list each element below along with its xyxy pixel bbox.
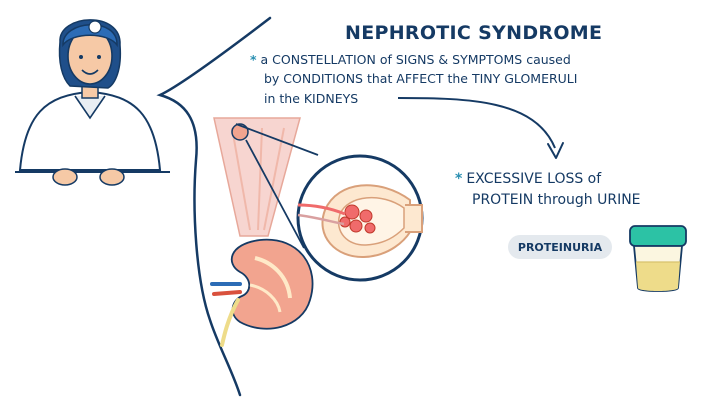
bullet-star-icon: *	[250, 52, 257, 67]
urine-sample-cup-icon	[629, 225, 687, 292]
kidney-illustration	[210, 117, 314, 347]
page-title: NEPHROTIC SYNDROME	[345, 22, 603, 44]
body-silhouette	[156, 16, 272, 397]
proteinuria-label: PROTEINURIA	[508, 235, 612, 259]
definition-line-1: *a CONSTELLATION of SIGNS & SYMPTOMS cau…	[250, 52, 571, 67]
curved-arrow	[397, 97, 556, 149]
glomerulus-zoom-icon	[235, 123, 424, 282]
definition-line-2: by CONDITIONS that AFFECT the TINY GLOME…	[264, 71, 578, 86]
definition-line-3: in the KIDNEYS	[264, 91, 359, 106]
presenter-illustration	[15, 19, 170, 186]
bullet-star-icon: *	[455, 171, 463, 187]
feature-line-1: *EXCESSIVE LOSS of	[455, 171, 602, 187]
feature-line-2: PROTEIN through URINE	[472, 192, 641, 208]
